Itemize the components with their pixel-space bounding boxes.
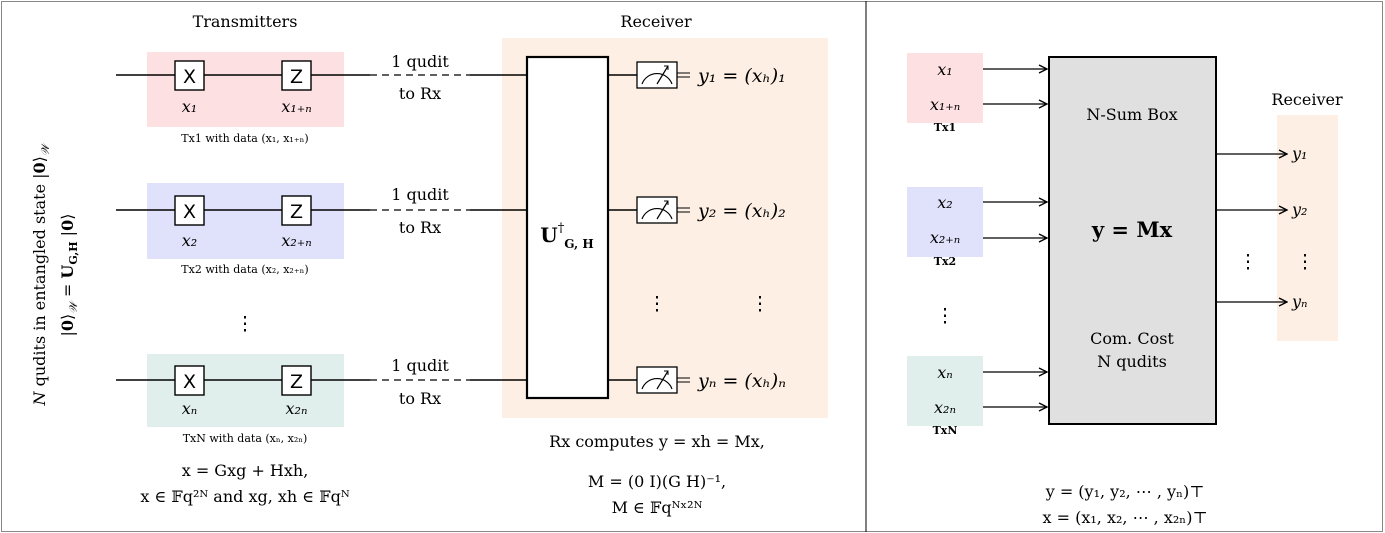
tx1-x-gate bbox=[174, 60, 205, 91]
transmitter-1: X Z x₁ x₁₊ₙ Tx1 with data (x₁, x₁₊ₙ) 1 q… bbox=[116, 52, 527, 145]
receiver-title-right: Receiver bbox=[1271, 90, 1343, 109]
input-tx1-tag: Tx1 bbox=[934, 121, 956, 134]
com-cost-line-2: N qudits bbox=[1097, 352, 1167, 371]
input-x1: x₁ bbox=[937, 60, 952, 79]
unitary-label: U†G, H bbox=[540, 221, 593, 251]
output-right-y1: y₁ bbox=[1291, 144, 1307, 163]
rx-dots-1: ⋮ bbox=[648, 293, 667, 315]
input-x2: x₂ bbox=[937, 193, 952, 212]
rx-equation-1: Rx computes y = xh = Mx, bbox=[549, 432, 765, 451]
receiver-title-left: Receiver bbox=[620, 12, 692, 31]
measurement-n: yₙ = (xₕ)ₙ bbox=[608, 366, 786, 394]
output-dots-2: ⋮ bbox=[1296, 251, 1315, 273]
tx2-x-gate bbox=[174, 195, 205, 226]
entangled-state-label: N qudits in entangled state |0⟩𝒲 bbox=[30, 142, 52, 406]
entangled-state-equation: |0⟩𝒲 = UG,H |0⟩ bbox=[58, 214, 80, 337]
input-xn: xₙ bbox=[937, 363, 953, 382]
tx1-link-bottom: to Rx bbox=[399, 84, 441, 103]
input-x2n-last: x₂ₙ bbox=[934, 398, 956, 417]
output-dots-1: ⋮ bbox=[1239, 251, 1258, 273]
tx2-link-top: 1 qudit bbox=[391, 185, 449, 204]
txn-link-top: 1 qudit bbox=[391, 356, 449, 375]
output-right-y2: y₂ bbox=[1291, 200, 1307, 219]
output-y1: y₁ = (xₕ)₁ bbox=[697, 65, 786, 87]
y-definition: y = (y₁, y₂, ⋯ , yₙ)⊤ bbox=[1045, 482, 1205, 501]
tx1-link-top: 1 qudit bbox=[391, 52, 449, 71]
unitary-box bbox=[525, 55, 610, 400]
rx-equation-3: M ∈ 𝔽qᴺˣ²ᴺ bbox=[612, 498, 703, 517]
txn-link-bottom: to Rx bbox=[399, 389, 441, 408]
input-txn-tag: TxN bbox=[933, 424, 958, 437]
n-sum-box-title: N-Sum Box bbox=[1086, 105, 1177, 124]
tx-equation-2: x ∈ 𝔽q²ᴺ and xg, xh ∈ 𝔽qᴺ bbox=[140, 487, 350, 506]
x-definition: x = (x₁, x₂, ⋯ , x₂ₙ)⊤ bbox=[1043, 508, 1208, 527]
tx2-link-bottom: to Rx bbox=[399, 218, 441, 237]
rx-equation-2: M = (0 I)(G H)⁻¹, bbox=[588, 472, 726, 491]
n-sum-box-equation: y = Mx bbox=[1091, 217, 1173, 242]
input-tx2-tag: Tx2 bbox=[934, 255, 956, 268]
svg-text:X: X bbox=[183, 201, 196, 223]
tx1-caption: Tx1 with data (x₁, x₁₊ₙ) bbox=[181, 132, 308, 145]
txn-z-gate bbox=[281, 365, 312, 396]
n-sum-box bbox=[1048, 56, 1217, 425]
input-tx2-background bbox=[907, 187, 983, 257]
svg-text:X: X bbox=[183, 371, 196, 393]
output-right-yn: yₙ bbox=[1291, 292, 1308, 311]
transmitters-title: Transmitters bbox=[193, 12, 298, 31]
com-cost-line-1: Com. Cost bbox=[1090, 329, 1174, 348]
input-tx1-background bbox=[907, 53, 983, 123]
transmitter-n: X Z xₙ x₂ₙ TxN with data (xₙ, x₂ₙ) 1 qud… bbox=[116, 354, 527, 445]
tx2-z-label: x₂₊ₙ bbox=[281, 231, 311, 250]
txn-x-label: xₙ bbox=[182, 399, 198, 418]
tx2-caption: Tx2 with data (x₂, x₂₊ₙ) bbox=[181, 263, 308, 276]
measurement-1: y₁ = (xₕ)₁ bbox=[608, 61, 786, 89]
output-y2: y₂ = (xₕ)₂ bbox=[697, 200, 786, 222]
rx-dots-2: ⋮ bbox=[751, 293, 770, 315]
measurement-2: y₂ = (xₕ)₂ bbox=[608, 196, 786, 224]
tx2-z-gate bbox=[281, 195, 312, 226]
input-x2n: x₂₊ₙ bbox=[930, 228, 960, 247]
input-txn-background bbox=[907, 356, 983, 426]
input-dots: ⋮ bbox=[936, 305, 955, 327]
transmitter-2: X Z x₂ x₂₊ₙ Tx2 with data (x₂, x₂₊ₙ) 1 q… bbox=[116, 183, 527, 276]
svg-text:X: X bbox=[183, 66, 196, 88]
tx1-z-label: x₁₊ₙ bbox=[281, 97, 311, 116]
input-x1n: x₁₊ₙ bbox=[930, 95, 960, 114]
tx1-z-gate bbox=[281, 60, 312, 91]
tx1-x-label: x₁ bbox=[182, 97, 197, 116]
txn-z-label: x₂ₙ bbox=[286, 399, 308, 418]
txn-x-gate bbox=[174, 365, 205, 396]
tx-dots: ⋮ bbox=[236, 313, 255, 335]
txn-caption: TxN with data (xₙ, x₂ₙ) bbox=[183, 432, 308, 445]
output-yn: yₙ = (xₕ)ₙ bbox=[697, 370, 786, 392]
svg-text:Z: Z bbox=[290, 371, 303, 393]
svg-text:Z: Z bbox=[290, 201, 303, 223]
tx-equation-1: x = Gxg + Hxh, bbox=[182, 461, 309, 480]
tx2-x-label: x₂ bbox=[182, 231, 197, 250]
svg-text:Z: Z bbox=[290, 66, 303, 88]
